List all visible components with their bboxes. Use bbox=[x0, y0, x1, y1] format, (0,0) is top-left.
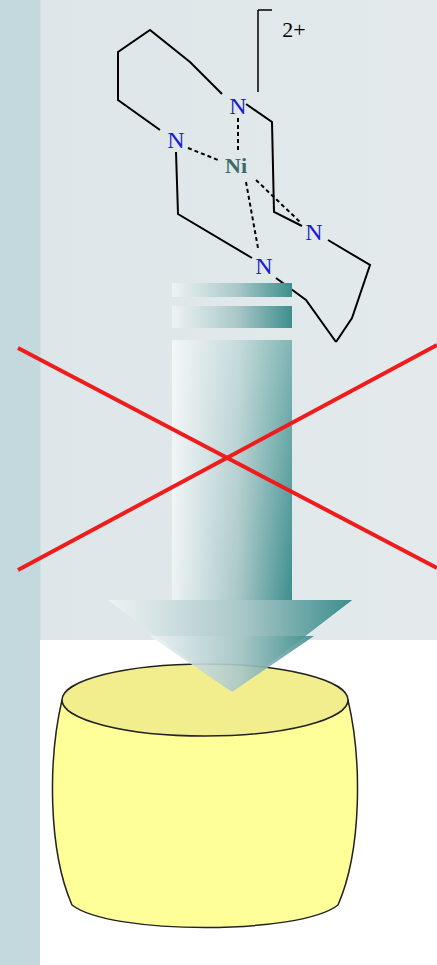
arrow-shade bbox=[172, 340, 292, 602]
ring-top bbox=[118, 30, 222, 130]
arrow-bar bbox=[172, 283, 292, 297]
arrow-head-overlap bbox=[150, 636, 314, 692]
charge-bracket-top bbox=[258, 9, 272, 11]
atom-label: Ni bbox=[225, 155, 247, 177]
ring-bottom-a bbox=[328, 240, 370, 342]
cross-line bbox=[18, 345, 437, 570]
cucurbituril-barrel bbox=[53, 664, 358, 928]
charge-label: 2+ bbox=[282, 19, 305, 41]
charge-bracket bbox=[257, 10, 259, 92]
coord-bond bbox=[188, 148, 218, 160]
coord-bond bbox=[246, 182, 258, 248]
barrel-rim bbox=[62, 664, 348, 736]
coord-bond bbox=[237, 118, 239, 150]
white-panel bbox=[40, 640, 437, 965]
atom-label: N bbox=[255, 254, 272, 278]
atom-label: N bbox=[305, 220, 322, 244]
ligand-bonds bbox=[118, 10, 370, 342]
arrow-bar bbox=[172, 306, 292, 328]
coordination-bonds bbox=[188, 118, 300, 248]
bridge-left bbox=[176, 152, 252, 258]
bridge-right bbox=[246, 104, 302, 226]
arrow-shaft bbox=[172, 340, 292, 602]
atom-label: N bbox=[167, 128, 184, 152]
atom-label: N bbox=[229, 94, 246, 118]
down-arrow bbox=[108, 283, 352, 692]
red-cross bbox=[18, 345, 437, 570]
coord-bond bbox=[256, 180, 300, 222]
